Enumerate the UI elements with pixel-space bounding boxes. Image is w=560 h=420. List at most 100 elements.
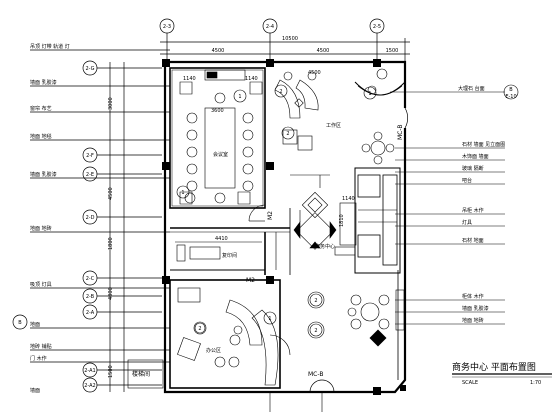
elevation-mark-6: 2	[314, 298, 317, 304]
callout-right-10: 墙面 乳胶漆	[462, 305, 489, 312]
right-callout-leaders	[390, 84, 519, 325]
top-axis-markers	[159, 18, 410, 62]
elevation-mark-5: 1	[368, 91, 371, 97]
room-label-storage: 楼梯间	[132, 370, 150, 378]
axis-label-left-8: 2-A1	[84, 368, 95, 374]
elevation-mark-3: 1	[181, 190, 184, 196]
section-mark-left: B	[18, 320, 22, 326]
dimension-span-2: 4500	[317, 48, 330, 54]
axis-label-top-3: 2-5	[373, 24, 381, 30]
elevation-mark-8: 2	[198, 326, 201, 332]
door-label-mc-2: MC-B	[308, 371, 323, 378]
walls	[163, 60, 407, 394]
callout-left-8: 地面	[30, 321, 40, 328]
dimension-left-5: 1500	[108, 365, 114, 378]
left-axis-markers	[12, 49, 170, 393]
callout-right-6: 吊柜 木作	[462, 207, 484, 214]
elevation-marks	[176, 84, 377, 337]
room-label-printing: 复印间	[222, 252, 237, 259]
axis-label-left-5: 2-C	[86, 276, 95, 282]
callout-left-5: 墙面 乳胶漆	[30, 171, 57, 178]
callout-left-3: 窗帘 布艺	[30, 105, 52, 112]
axis-label-top-2: 2-4	[266, 24, 274, 30]
dimension-left-1: 3000	[108, 97, 114, 110]
axis-label-left-7: 2-A	[86, 310, 95, 316]
title-block: 商务中心 平面布置图 SCALE 1:70	[452, 361, 552, 386]
section-mark-right: B	[509, 87, 513, 93]
door-label-m2-1: M2	[267, 211, 274, 220]
dimension-overall: 10500	[282, 36, 298, 42]
callout-left-4: 地面 地毯	[30, 133, 52, 140]
bottom-axis	[269, 392, 323, 412]
drawing-scale-value: 1:70	[530, 380, 541, 386]
dim-table: 3600	[211, 108, 224, 114]
entry-doors	[309, 107, 409, 393]
callout-left-11: 墙面	[30, 387, 40, 394]
reception-furniture	[274, 68, 395, 330]
dim-center-v: 1810	[339, 214, 345, 227]
meeting-room-labels: 1140 1140 3600 会议室	[183, 76, 258, 158]
room-label-business: 商务中心	[315, 243, 335, 250]
credenza	[204, 69, 246, 81]
dimension-left-2: 4500	[108, 187, 114, 200]
axis-label-left-4: 2-D	[86, 215, 95, 221]
dimension-left-3: 1800	[108, 237, 114, 250]
callout-right-2: 石材 墙面 见立面图	[462, 141, 505, 148]
callout-right-3: 木饰面 墙面	[462, 153, 489, 160]
lobby-labels: 1140 1810 商务中心 工作区	[315, 122, 355, 250]
door-label-m2-2: M2	[246, 277, 255, 284]
elevation-mark-1: 1	[238, 94, 241, 100]
axis-label-left-2: 2-F	[86, 153, 94, 159]
left-axis-labels: 2-G 2-F 2-E 2-D 2-C 2-B 2-A 2-A1 2-A2 30…	[18, 66, 114, 389]
elevation-mark-4: 2	[286, 131, 289, 137]
axis-label-top-1: 2-3	[163, 24, 171, 30]
callout-right-9: 柜体 木作	[462, 293, 484, 300]
dim-meeting-2: 1140	[245, 76, 258, 82]
door-labels-mc: MC-B MC-B	[308, 125, 404, 378]
room-label-meeting: 会议室	[213, 151, 228, 158]
lobby-furniture	[290, 174, 357, 339]
callout-left-1: 吊顶 灯带 轨道 灯	[30, 43, 70, 50]
drawing-scale-label: SCALE	[462, 380, 478, 386]
room-label-office: 办公区	[206, 347, 221, 354]
dim-corridor: 4410	[215, 236, 228, 242]
callout-left-6: 地面 地砖	[30, 225, 52, 232]
axis-label-left-1: 2-G	[85, 66, 94, 72]
dim-center-h: 1140	[342, 196, 355, 202]
top-axis-labels: 2-3 2-4 2-5 10500 4500 4500 1500	[163, 24, 398, 54]
callout-right-8: 石材 地面	[462, 237, 484, 244]
elevation-mark-9: 1	[268, 316, 271, 322]
door-label-mc-1: MC-B	[397, 125, 404, 140]
callout-left-9: 地砖 铺贴	[30, 343, 52, 350]
dimension-left-4: 4800	[108, 287, 114, 300]
callout-right-4: 玻璃 隔断	[462, 165, 484, 172]
callout-left-10: 门 木作	[30, 355, 47, 362]
callout-right-11: 地面 地砖	[462, 317, 484, 324]
drawing-title: 商务中心 平面布置图	[452, 361, 536, 373]
callout-left-7: 吸顶 灯具	[30, 281, 52, 288]
axis-label-left-3: 2-E	[86, 172, 94, 178]
conference-table	[204, 107, 236, 189]
meeting-room-furniture	[179, 69, 266, 222]
right-callout-texts: 大理石 台面 石材 墙面 见立面图 木饰面 墙面 玻璃 隔断 吧台 吊柜 木作 …	[458, 85, 517, 324]
dim-reception: 4500	[308, 70, 321, 76]
room-label-lobby: 工作区	[326, 122, 341, 129]
office-furniture	[127, 287, 291, 389]
coffee-table-diamond-1	[301, 191, 329, 219]
callout-left-2: 墙面 乳胶漆	[30, 79, 57, 86]
left-callout-texts: 吊顶 灯带 轨道 灯 墙面 乳胶漆 窗帘 布艺 地面 地毯 墙面 乳胶漆 地面 …	[30, 43, 70, 394]
dimension-span-1: 4500	[212, 48, 225, 54]
axis-label-left-6: 2-B	[86, 294, 95, 300]
callout-right-5: 吧台	[462, 177, 472, 184]
elevation-mark-7: 2	[314, 328, 317, 334]
reception-labels: 4500	[308, 70, 321, 76]
elevation-mark-labels: 1 2 1 2 1 2 2 2 1	[181, 89, 371, 334]
dimension-span-3: 1500	[386, 48, 399, 54]
corridor-area	[175, 232, 277, 270]
corridor-labels: 4410 复印间 M2 M2	[215, 211, 274, 284]
callout-right-7: 灯具	[462, 219, 472, 226]
elevation-mark-2: 2	[279, 89, 282, 95]
columns	[162, 59, 406, 395]
